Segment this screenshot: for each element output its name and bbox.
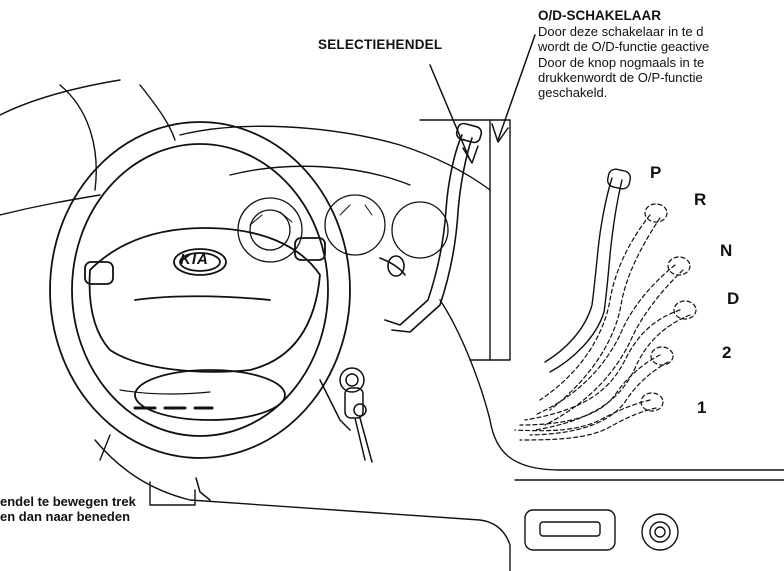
gear-positions-detail (515, 168, 696, 440)
od-switch-line: Door de knop nogmaals in te (538, 55, 709, 70)
instrument-cluster (238, 195, 448, 262)
gear-label-d: D (727, 289, 739, 309)
kia-logo: KIA (180, 251, 209, 268)
ignition-key (320, 368, 372, 462)
lever-operation-note: endel te bewegen trek en dan naar benede… (0, 494, 136, 525)
gear-label-r: R (694, 190, 706, 210)
gear-label-n: N (720, 241, 732, 261)
od-switch-line: wordt de O/D-functie geactive (538, 39, 709, 54)
gear-label-2: 2 (722, 343, 731, 363)
lower-dash (95, 435, 784, 571)
selector-lever-label: SELECTIEHENDEL (318, 37, 442, 53)
gear-label-1: 1 (697, 398, 706, 418)
steering-wheel (50, 122, 350, 458)
od-switch-title: O/D-SCHAKELAAR (538, 8, 709, 24)
od-switch-line: drukkenwordt de O/P-functie (538, 70, 709, 85)
lever-note-line: endel te bewegen trek (0, 494, 136, 509)
od-switch-line: Door deze schakelaar in te d (538, 24, 709, 39)
leader-lines (196, 35, 535, 500)
lever-note-line: en dan naar beneden (0, 509, 136, 524)
gear-label-p: P (650, 163, 661, 183)
od-switch-line: geschakeld. (538, 85, 709, 100)
od-switch-callout: O/D-SCHAKELAAR Door deze schakelaar in t… (538, 8, 709, 101)
